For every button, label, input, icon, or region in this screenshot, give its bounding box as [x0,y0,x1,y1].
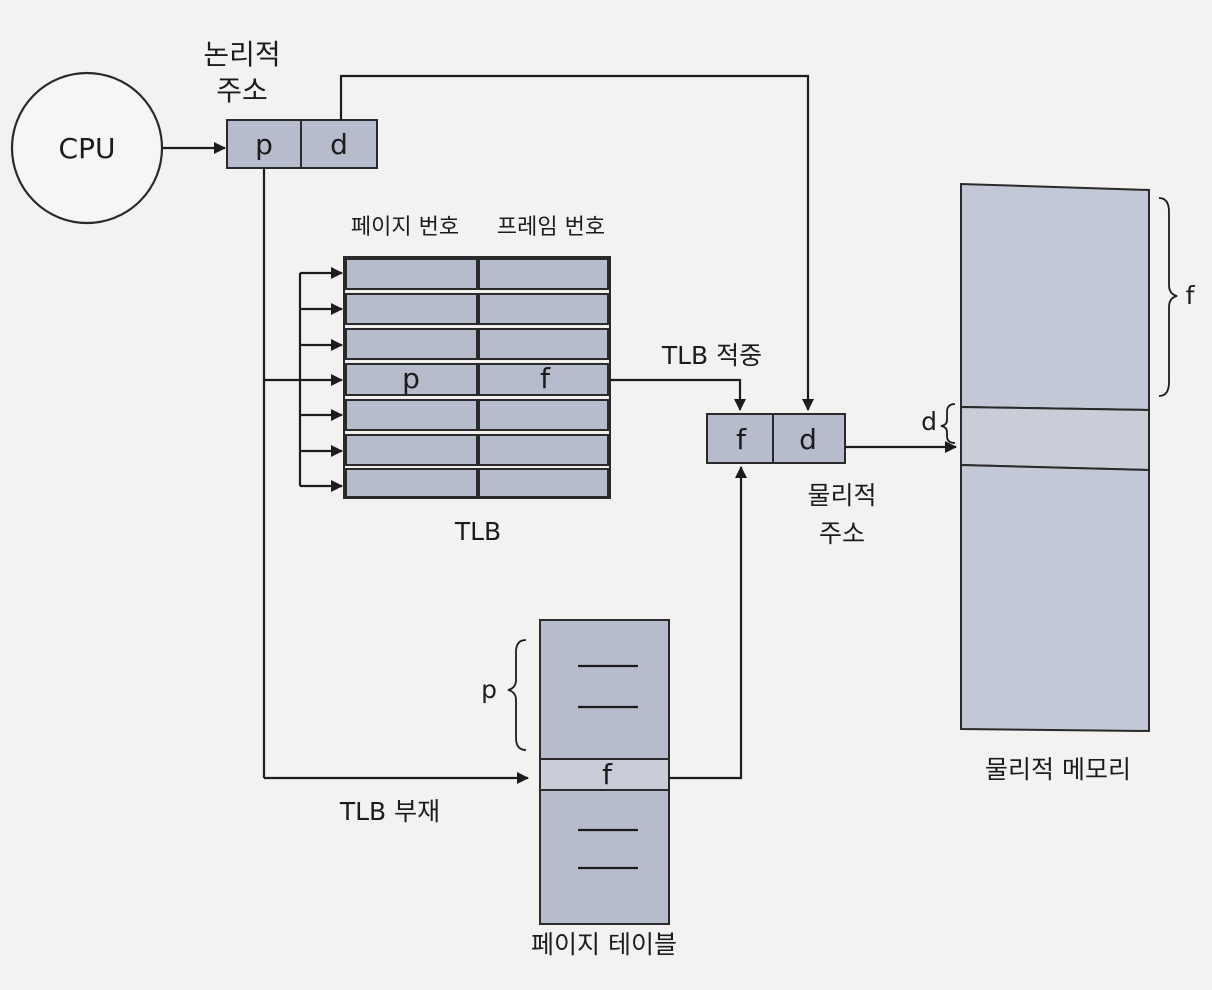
logical-address-box: p d [226,119,378,169]
tlb-frame-number-header: 프레임 번호 [497,215,605,240]
physical-offset-var: d [799,423,817,456]
page-table-frame-entry: f [602,758,613,791]
tlb-miss-label: TLB 부재 [339,797,440,826]
page-table-label: 페이지 테이블 [531,930,677,959]
physical-address-label-line1: 물리적 [807,481,876,510]
physical-address-box: f d [706,413,846,464]
tlb-hit-arrow [610,378,746,411]
offset-brace [940,403,956,444]
physical-frame-var: f [736,423,747,456]
logical-address-label-line2: 주소 [216,74,268,107]
tlb-hit-label: TLB 적중 [661,341,762,370]
tlb-frame-entry: f [540,362,551,395]
tlb-label: TLB [454,517,501,546]
logical-offset-var: d [330,128,348,161]
physical-address-label-line2: 주소 [819,519,865,548]
physical-memory-label: 물리적 메모리 [985,755,1131,784]
offset-label: d [921,407,937,436]
offset-path-arrow [339,74,814,411]
frame-brace [1158,197,1178,397]
frame-label: f [1186,281,1196,310]
tlb-page-entry: p [402,362,420,395]
page-index-brace [507,639,527,751]
tlb-page-number-header: 페이지 번호 [351,215,459,240]
page-table: f [539,619,670,925]
cpu-node: CPU [10,71,164,225]
logical-page-var: p [255,128,273,161]
page-index-label: p [481,675,497,704]
tlb-search-arrows [300,267,343,492]
page-table-to-address-arrow [669,466,747,780]
cpu-label: CPU [59,132,116,165]
logical-address-label-line1: 논리적 [203,38,280,71]
physical-memory [960,182,1150,733]
tlb-table: p f [343,256,611,499]
